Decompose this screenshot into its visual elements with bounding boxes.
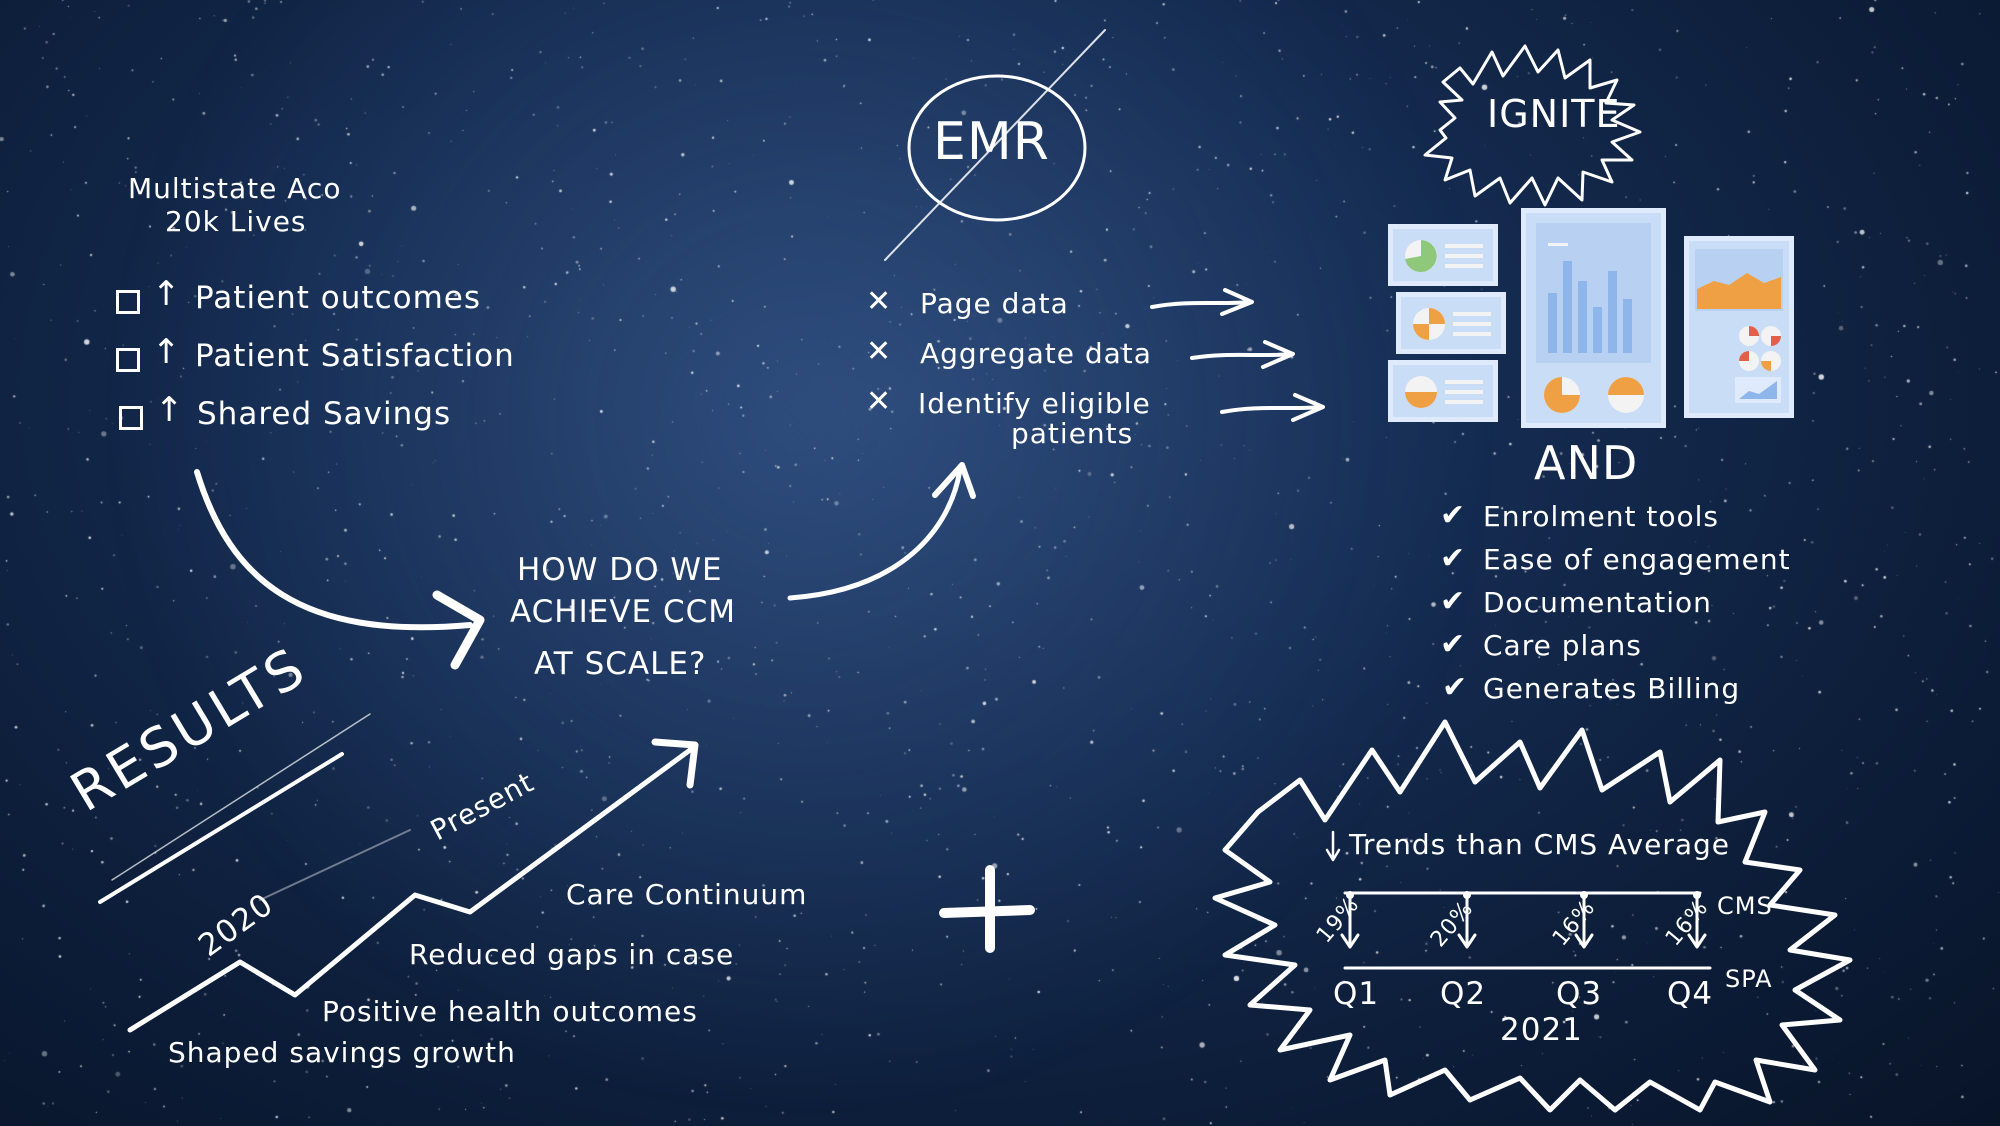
emr-strike-line — [884, 29, 1106, 261]
checkbox-icon[interactable] — [116, 348, 140, 372]
question-line: HOW DO WE — [517, 552, 723, 588]
emr-circle — [907, 74, 1087, 222]
down-arrow-icon — [1325, 830, 1341, 862]
trends-burst — [1212, 719, 1853, 1113]
emr-item-continued: patients — [1011, 417, 1134, 450]
x-icon: ✕ — [866, 284, 892, 319]
x-icon: ✕ — [866, 384, 892, 419]
dashboard-card-small — [1396, 292, 1506, 354]
bar-chart-icon — [1536, 223, 1651, 413]
spa-label: SPA — [1725, 965, 1773, 993]
up-arrow-icon: ↑ — [152, 274, 181, 314]
check-icon: ✔ — [1440, 541, 1466, 576]
checkbox-icon[interactable] — [119, 406, 143, 430]
dashboard-card-small — [1388, 224, 1498, 286]
checkbox-icon[interactable] — [116, 290, 140, 314]
results-step: Positive health outcomes — [322, 995, 698, 1028]
dashboard-card-bars — [1521, 208, 1666, 428]
quarter-label: Q1 — [1333, 976, 1380, 1012]
emr-label: EMR — [933, 112, 1050, 172]
quarter-label: Q2 — [1440, 976, 1487, 1012]
feature-item: Documentation — [1483, 586, 1712, 619]
ignite-label: IGNITE — [1487, 92, 1621, 136]
results-underline — [111, 713, 371, 881]
curved-arrow-icon — [787, 467, 963, 601]
pie-chart-icon — [1405, 376, 1483, 408]
aco-title: Multistate Aco — [128, 172, 342, 205]
quarter-label: Q4 — [1667, 976, 1714, 1012]
check-icon: ✔ — [1440, 584, 1466, 619]
trends-year: 2021 — [1500, 1012, 1583, 1048]
question-line: ACHIEVE CCM — [510, 594, 737, 630]
dashboard-card-small — [1388, 360, 1498, 422]
pie-chart-icon — [1405, 240, 1483, 272]
curved-arrow-icon — [194, 469, 473, 631]
emr-item: Page data — [920, 287, 1069, 320]
and-label: AND — [1534, 436, 1639, 490]
results-step: Shaped savings growth — [168, 1036, 516, 1069]
down-arrow-icon — [1340, 895, 1707, 949]
arrow-head-icon — [432, 590, 485, 670]
question-line: AT SCALE? — [534, 646, 707, 682]
check-icon: ✔ — [1440, 498, 1466, 533]
results-step: Care Continuum — [566, 878, 808, 911]
cms-label: CMS — [1717, 892, 1773, 920]
goal-label: Patient outcomes — [195, 280, 481, 316]
check-icon: ✔ — [1440, 627, 1466, 662]
plus-icon — [939, 865, 1035, 953]
up-arrow-icon: ↑ — [152, 332, 181, 372]
right-arrow-icon — [1190, 340, 1295, 369]
pie-chart-icon — [1413, 308, 1491, 340]
arrow-head-icon — [651, 738, 699, 789]
arrow-head-icon — [932, 462, 976, 499]
goal-label: Shared Savings — [197, 396, 452, 432]
emr-item: Identify eligible — [918, 387, 1151, 420]
results-step: Reduced gaps in case — [409, 938, 735, 971]
x-icon: ✕ — [866, 334, 892, 369]
up-arrow-icon: ↑ — [155, 390, 184, 430]
growth-line — [127, 747, 693, 1033]
feature-item: Enrolment tools — [1483, 500, 1719, 533]
dashboard-card-area — [1684, 236, 1794, 418]
right-arrow-icon — [1220, 393, 1325, 422]
aco-lives: 20k Lives — [165, 205, 307, 238]
timeline-faint-line — [259, 829, 411, 901]
quarter-label: Q3 — [1556, 976, 1603, 1012]
ignite-burst — [1423, 44, 1642, 207]
right-arrow-icon — [1150, 288, 1254, 316]
area-chart-icon — [1695, 249, 1783, 403]
trends-title: Trends than CMS Average — [1349, 828, 1731, 861]
emr-item: Aggregate data — [920, 337, 1152, 370]
feature-item: Generates Billing — [1483, 672, 1741, 705]
results-underline — [98, 752, 344, 904]
feature-item: Ease of engagement — [1483, 543, 1791, 576]
goal-label: Patient Satisfaction — [195, 338, 515, 374]
check-icon: ✔ — [1442, 670, 1468, 705]
feature-item: Care plans — [1483, 629, 1642, 662]
